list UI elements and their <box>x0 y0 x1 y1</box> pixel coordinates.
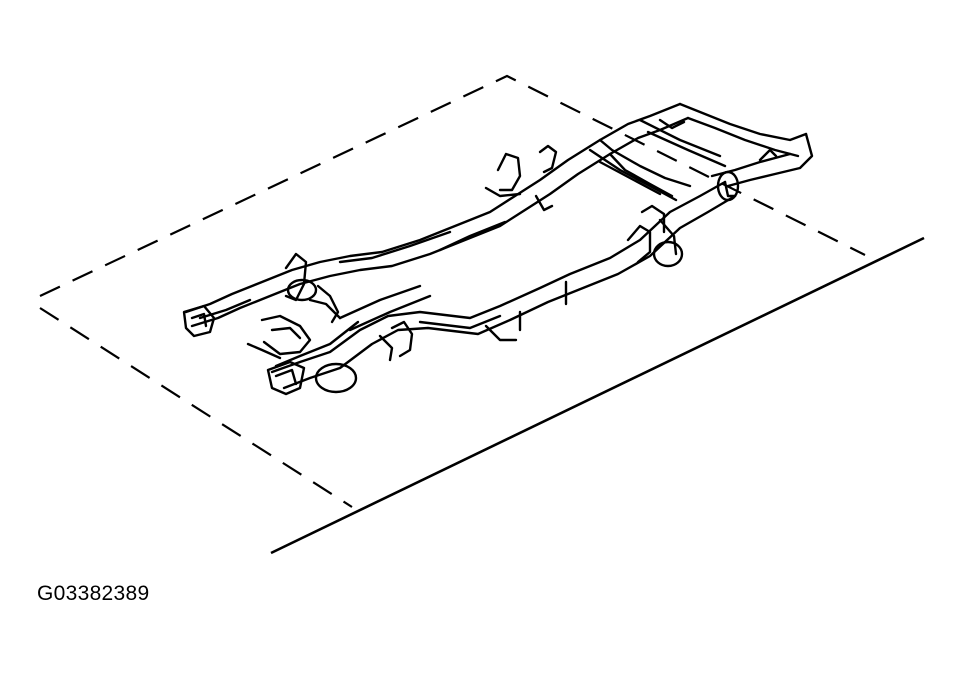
cross-members <box>338 118 727 332</box>
far-side-rail <box>184 102 690 328</box>
front-bumper-mounts <box>182 304 306 396</box>
frame-brackets <box>484 144 778 342</box>
reference-plane <box>39 74 866 508</box>
ground-line <box>270 236 925 555</box>
front-suspension-area <box>246 252 414 394</box>
plane-edge-bottom <box>39 307 353 508</box>
plane-edge-top <box>39 74 866 297</box>
figure-id: G03382389 <box>37 582 150 605</box>
near-side-rail <box>270 180 737 390</box>
vehicle-frame-illustration <box>182 102 814 396</box>
